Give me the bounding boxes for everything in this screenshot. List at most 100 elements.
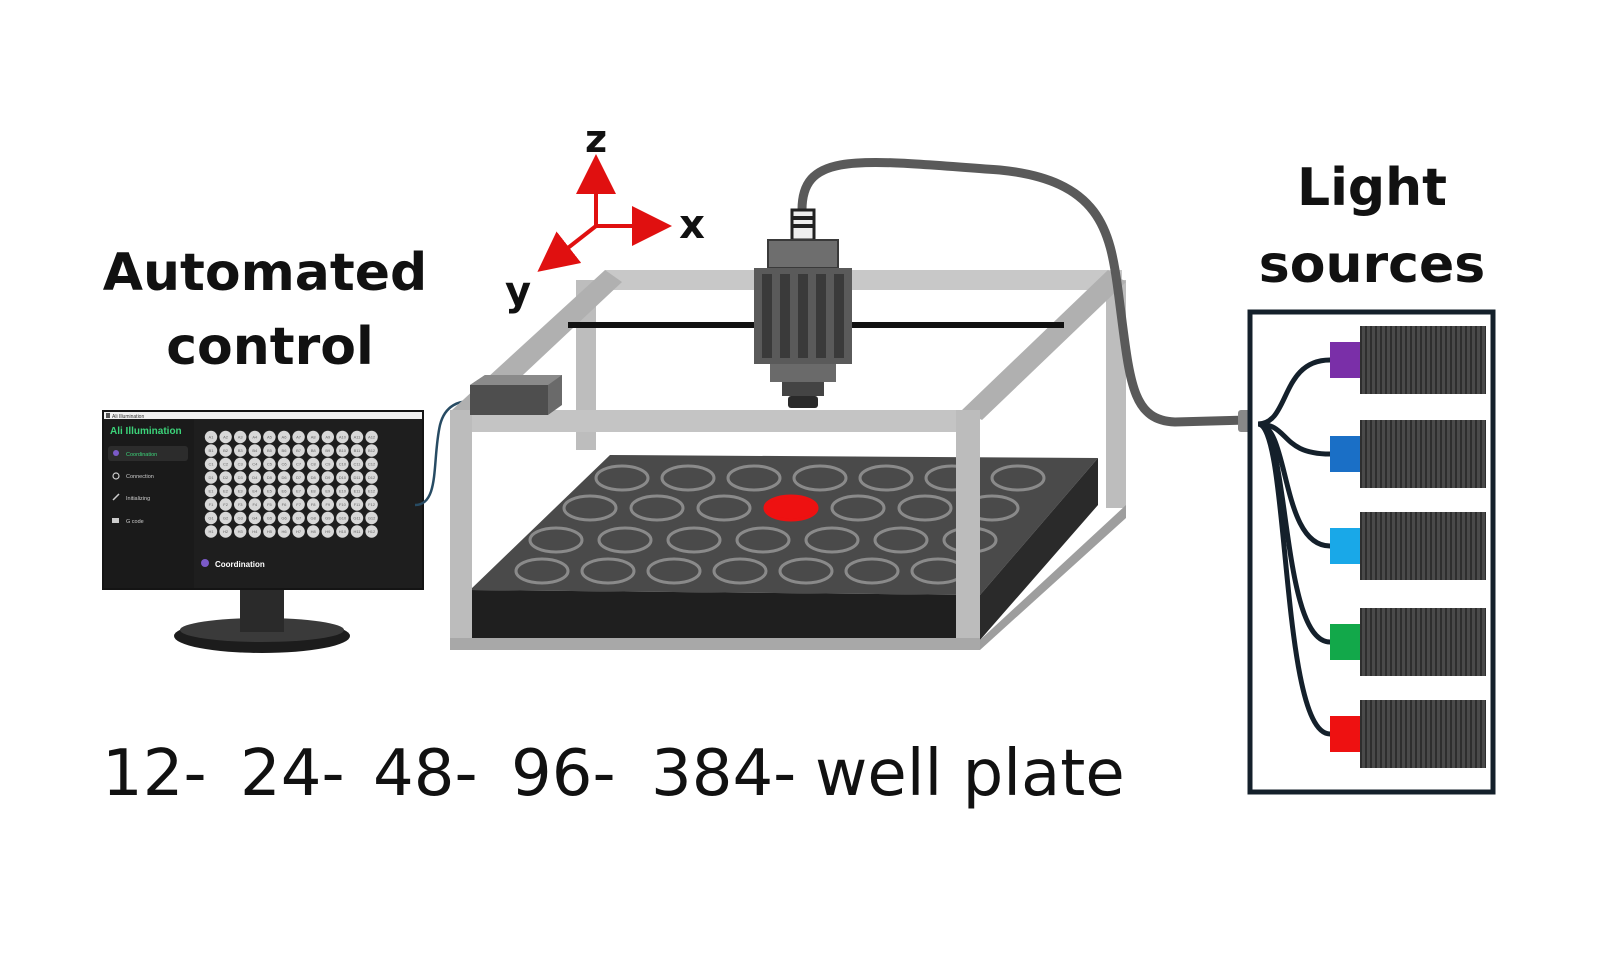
screen-well[interactable] (263, 457, 276, 471)
screen-well[interactable] (248, 498, 261, 511)
screen-well[interactable] (248, 471, 261, 484)
sidebar-item-initializing[interactable]: Initializing (112, 493, 150, 502)
screen-well[interactable] (292, 498, 305, 511)
screen-well[interactable] (204, 525, 218, 538)
screen-well[interactable] (350, 444, 364, 457)
screen-well[interactable] (365, 484, 378, 498)
sidebar-item-coordination[interactable]: Coordination (108, 446, 188, 461)
screen-well[interactable] (336, 444, 349, 457)
screen-well[interactable] (219, 444, 232, 457)
screen-well[interactable] (277, 457, 291, 471)
screen-well[interactable] (321, 471, 334, 484)
screen-well[interactable] (204, 484, 218, 498)
screen-well[interactable] (365, 444, 378, 457)
screen-well[interactable] (263, 430, 276, 444)
screen-well[interactable] (365, 430, 378, 444)
screen-well[interactable] (248, 457, 261, 471)
screen-well[interactable] (204, 471, 218, 484)
screen-well[interactable] (336, 511, 349, 525)
screen-well[interactable] (248, 484, 261, 498)
screen-well[interactable] (365, 498, 378, 511)
screen-well[interactable] (263, 525, 276, 538)
screen-well[interactable] (219, 430, 232, 444)
screen-well[interactable] (307, 498, 320, 511)
screen-well[interactable] (307, 444, 320, 457)
screen-well[interactable] (292, 471, 305, 484)
screen-well[interactable] (277, 511, 291, 525)
screen-well[interactable] (336, 484, 349, 498)
screen-well[interactable] (219, 511, 232, 525)
screen-well[interactable] (350, 525, 364, 538)
screen-well[interactable] (307, 525, 320, 538)
screen-well[interactable] (219, 471, 232, 484)
screen-well[interactable] (234, 430, 247, 444)
screen-well[interactable] (263, 511, 276, 525)
screen-well[interactable] (204, 444, 218, 457)
screen-well[interactable] (277, 430, 291, 444)
screen-well[interactable] (365, 457, 378, 471)
screen-well[interactable] (248, 430, 261, 444)
screen-well[interactable] (219, 525, 232, 538)
screen-well[interactable] (234, 471, 247, 484)
screen-well[interactable] (350, 430, 364, 444)
screen-well[interactable] (321, 457, 334, 471)
screen-well[interactable] (219, 484, 232, 498)
screen-well[interactable] (350, 484, 364, 498)
screen-well[interactable] (292, 444, 305, 457)
screen-well[interactable] (263, 484, 276, 498)
screen-well[interactable] (365, 471, 378, 484)
screen-well[interactable] (350, 457, 364, 471)
screen-well[interactable] (292, 511, 305, 525)
screen-well[interactable] (307, 457, 320, 471)
screen-well[interactable] (336, 430, 349, 444)
screen-well[interactable] (365, 525, 378, 538)
screen-well[interactable] (277, 498, 291, 511)
screen-well[interactable] (336, 525, 349, 538)
screen-well[interactable] (234, 498, 247, 511)
screen-well[interactable] (263, 498, 276, 511)
screen-well[interactable] (307, 471, 320, 484)
screen-well[interactable] (321, 511, 334, 525)
screen-well[interactable] (277, 525, 291, 538)
screen-well[interactable] (307, 430, 320, 444)
screen-well[interactable] (292, 430, 305, 444)
screen-well[interactable] (204, 511, 218, 525)
screen-well[interactable] (292, 525, 305, 538)
screen-well[interactable] (248, 511, 261, 525)
screen-well[interactable] (321, 484, 334, 498)
screen-well[interactable] (234, 525, 247, 538)
screen-well[interactable] (248, 525, 261, 538)
screen-well[interactable] (277, 484, 291, 498)
screen-well[interactable] (321, 430, 334, 444)
screen-well[interactable] (350, 511, 364, 525)
screen-well[interactable] (263, 471, 276, 484)
sidebar-item-connection[interactable]: Connection (112, 472, 154, 480)
screen-well[interactable] (350, 471, 364, 484)
screen-well[interactable] (336, 471, 349, 484)
screen-well[interactable] (204, 430, 218, 444)
screen-well[interactable] (234, 444, 247, 457)
screen-well[interactable] (321, 444, 334, 457)
screen-well[interactable] (263, 444, 276, 457)
screen-well[interactable] (365, 511, 378, 525)
screen-well[interactable] (307, 484, 320, 498)
screen-well[interactable] (350, 498, 364, 511)
screen-well[interactable] (234, 511, 247, 525)
screen-well[interactable] (204, 457, 218, 471)
screen-well[interactable] (204, 498, 218, 511)
screen-well[interactable] (292, 457, 305, 471)
screen-well[interactable] (336, 457, 349, 471)
screen-well[interactable] (248, 444, 261, 457)
screen-well[interactable] (292, 484, 305, 498)
screen-well[interactable] (219, 457, 232, 471)
screen-well[interactable] (277, 471, 291, 484)
screen-well[interactable] (219, 498, 232, 511)
screen-well[interactable] (234, 484, 247, 498)
sidebar-item-gcode[interactable]: G code (112, 518, 144, 525)
screen-well[interactable] (307, 511, 320, 525)
screen-well[interactable] (336, 498, 349, 511)
screen-well[interactable] (277, 444, 291, 457)
screen-well[interactable] (321, 525, 334, 538)
screen-well[interactable] (234, 457, 247, 471)
screen-well[interactable] (321, 498, 334, 511)
